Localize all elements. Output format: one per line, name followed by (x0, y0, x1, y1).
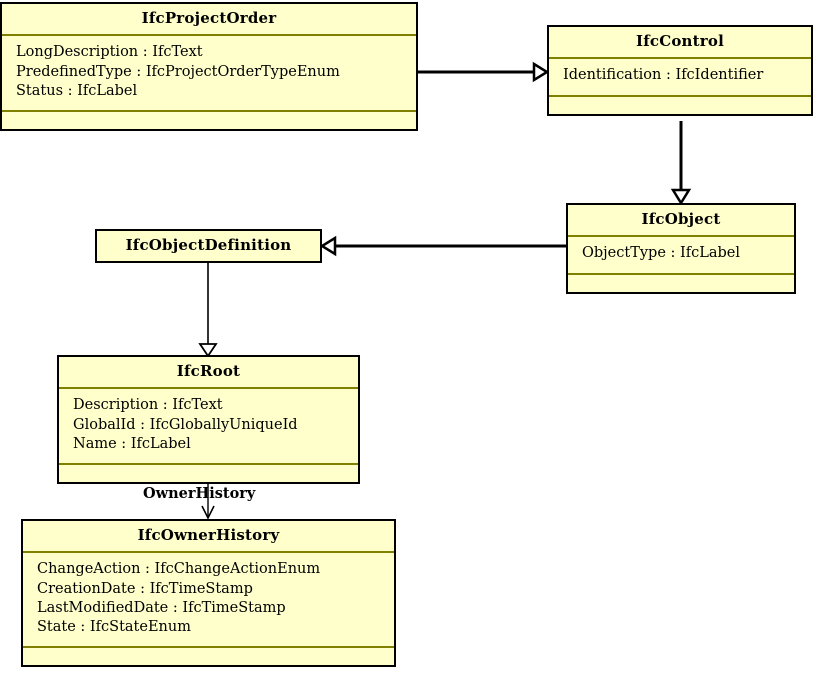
attribute-row: LongDescription : IfcText (16, 44, 203, 61)
compartment-separator (59, 387, 358, 390)
compartment-separator (568, 235, 794, 238)
attribute-row: ObjectType : IfcLabel (582, 245, 741, 262)
class-name-ifcroot: IfcRoot (176, 362, 241, 380)
operation-compartment-ifcobject (568, 275, 794, 292)
edge-objectdefinition-root[interactable] (198, 261, 218, 358)
attribute-row: Name : IfcLabel (73, 435, 191, 452)
class-box-ifcprojectorder[interactable]: IfcProjectOrder LongDescription : IfcTex… (0, 2, 418, 132)
compartment-separator (568, 272, 794, 275)
class-box-ifcroot[interactable]: IfcRoot Description : IfcText GlobalId :… (57, 355, 360, 485)
attribute-row: LastModifiedDate : IfcTimeStamp (37, 599, 286, 616)
edge-label-ownerhistory: OwnerHistory (143, 485, 256, 502)
class-name-ifccontrol: IfcControl (636, 32, 724, 50)
attribute-row: GlobalId : IfcGloballyUniqueId (73, 416, 298, 433)
compartment-separator (23, 551, 394, 554)
attribute-compartment-ifcprojectorder: LongDescription : IfcText PredefinedType… (2, 36, 416, 110)
class-box-ifccontrol[interactable]: IfcControl Identification : IfcIdentifie… (547, 25, 813, 116)
attribute-compartment-ifcownerhistory: ChangeAction : IfcChangeActionEnum Creat… (23, 553, 394, 646)
operation-compartment-ifcprojectorder (2, 112, 416, 129)
class-name-ifcownerhistory: IfcOwnerHistory (137, 526, 280, 544)
operation-compartment-ifcownerhistory (23, 648, 394, 665)
operation-compartment-ifcroot (59, 465, 358, 482)
attribute-row: Description : IfcText (73, 397, 223, 414)
class-name-ifcprojectorder: IfcProjectOrder (141, 9, 277, 27)
compartment-separator (2, 34, 416, 37)
class-name-ifcobjectdefinition: IfcObjectDefinition (125, 236, 292, 254)
attribute-row: ChangeAction : IfcChangeActionEnum (37, 561, 321, 578)
class-box-ifcownerhistory[interactable]: IfcOwnerHistory ChangeAction : IfcChange… (21, 519, 396, 668)
class-box-ifcobject[interactable]: IfcObject ObjectType : IfcLabel (566, 203, 796, 294)
attribute-compartment-ifcobject: ObjectType : IfcLabel (568, 237, 794, 272)
edge-control-object[interactable] (670, 121, 692, 206)
attribute-row: Identification : IfcIdentifier (563, 67, 764, 84)
attribute-row: Status : IfcLabel (16, 82, 138, 99)
class-name-ifcobject: IfcObject (641, 210, 721, 228)
compartment-separator (59, 463, 358, 466)
compartment-separator (2, 110, 416, 113)
compartment-separator (23, 646, 394, 649)
attribute-row: PredefinedType : IfcProjectOrderTypeEnum (16, 63, 340, 80)
attribute-compartment-ifcroot: Description : IfcText GlobalId : IfcGlob… (59, 389, 358, 463)
operation-compartment-ifccontrol (549, 97, 811, 114)
compartment-separator (549, 57, 811, 60)
attribute-row: CreationDate : IfcTimeStamp (37, 580, 253, 597)
edge-projectorder-control[interactable] (418, 61, 550, 83)
class-box-ifcobjectdefinition[interactable]: IfcObjectDefinition (95, 229, 322, 264)
attribute-row: State : IfcStateEnum (37, 619, 191, 636)
attribute-compartment-ifccontrol: Identification : IfcIdentifier (549, 59, 811, 94)
compartment-separator (549, 94, 811, 97)
edge-object-objectdefinition[interactable] (319, 235, 566, 257)
